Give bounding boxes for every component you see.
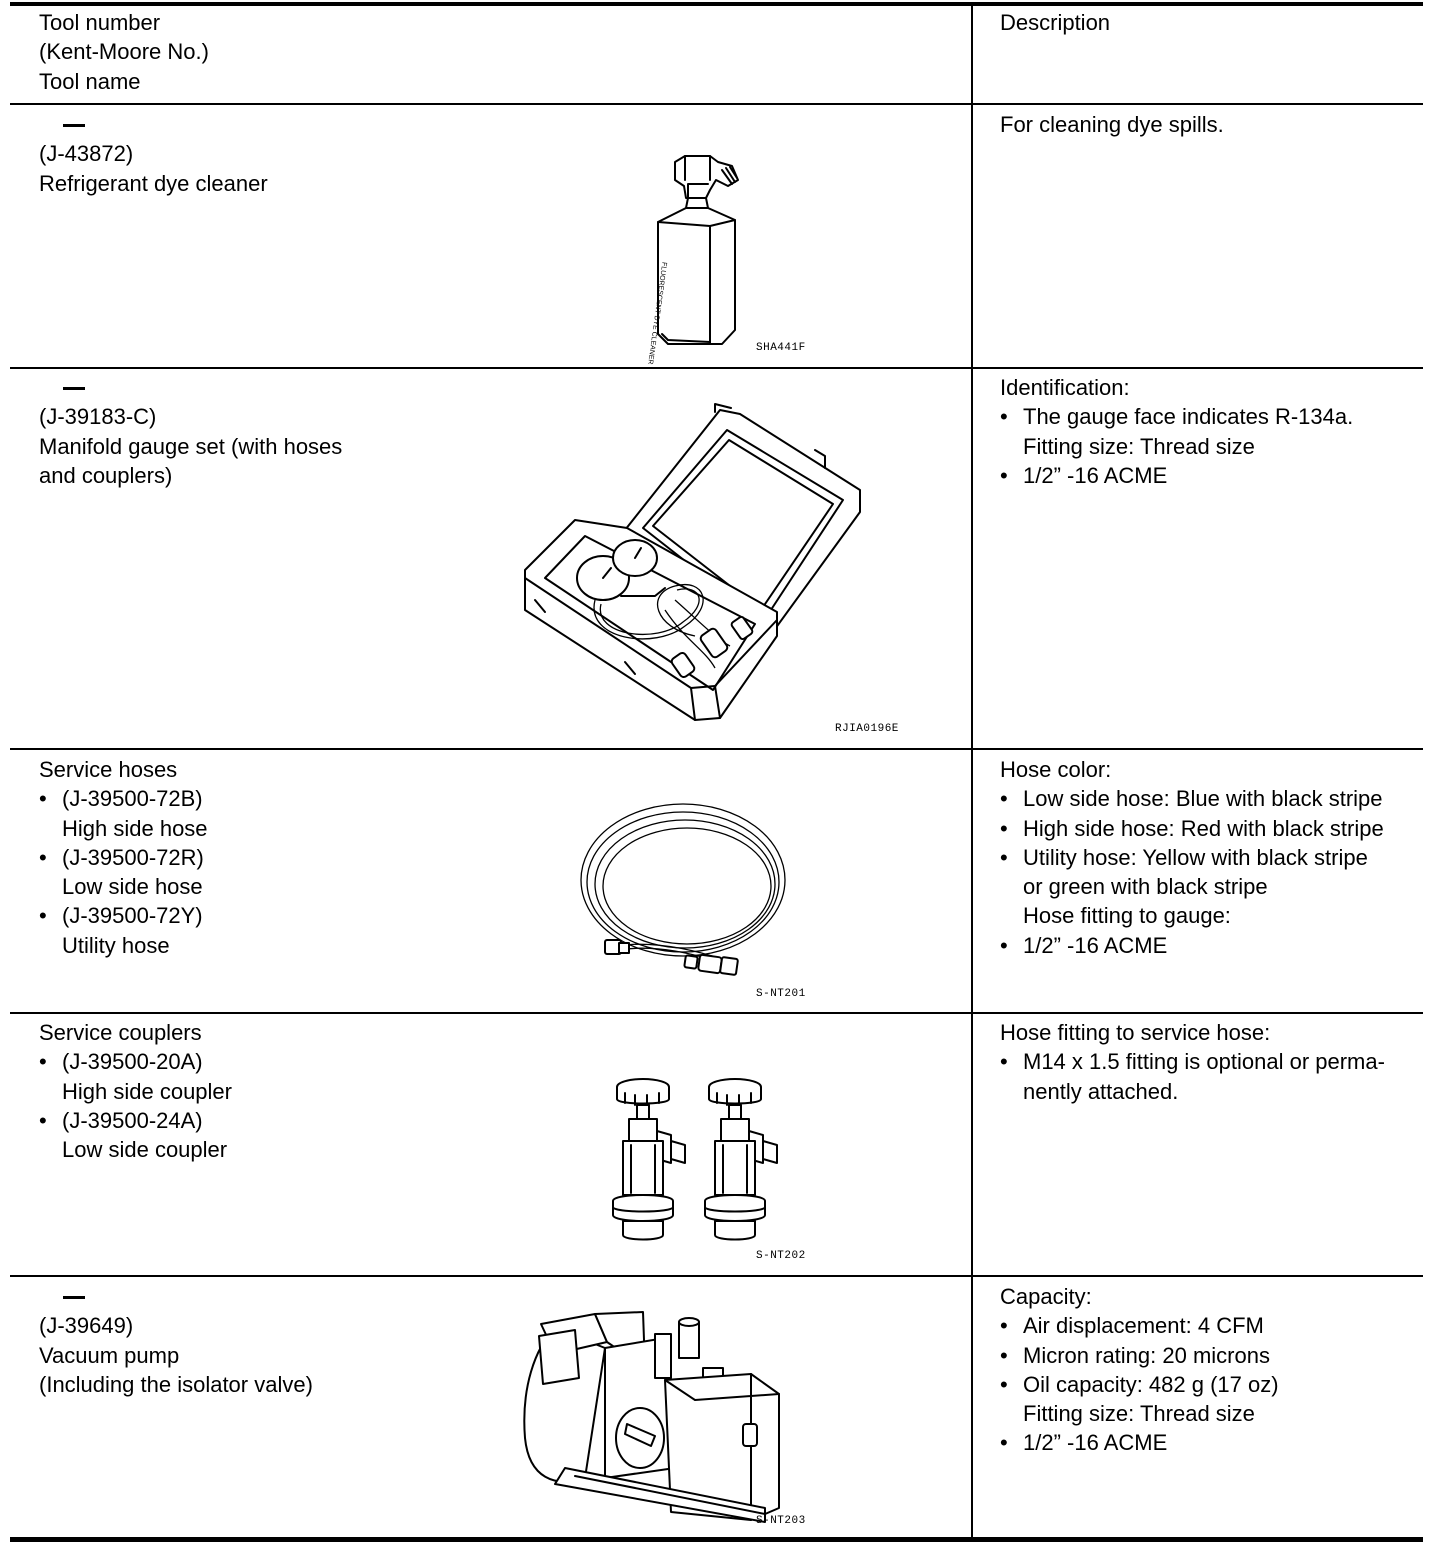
- tool-name: Low side coupler: [62, 1137, 228, 1163]
- description-heading: Capacity:: [1000, 1284, 1092, 1309]
- tool-name: Utility hose: [62, 932, 170, 958]
- figure-code: S-NT203: [756, 1515, 806, 1527]
- row-dye-cleaner-tool: (J-43872) Refrigerant dye cleaner: [39, 110, 268, 198]
- description-bullet: Oil capacity: 482 g (17 oz): [1000, 1370, 1279, 1400]
- row-dye-cleaner-description: For cleaning dye spills.: [1000, 110, 1224, 139]
- row-vacuum-pump-tool: (J-39649) Vacuum pump (Including the iso…: [39, 1282, 313, 1399]
- tool-number-dash: [39, 110, 268, 139]
- description-bullet: 1/2” -16 ACME: [1000, 1428, 1279, 1458]
- description-bullet: M14 x 1.5 fitting is optional or perma-: [1000, 1047, 1385, 1077]
- kent-moore-number: (J-39500-20A): [39, 1047, 232, 1077]
- header-description: Description: [1000, 10, 1111, 35]
- figure-code: S-NT201: [756, 988, 806, 1000]
- header-tool-line: Tool number: [39, 10, 161, 35]
- tool-group-title: Service couplers: [39, 1020, 202, 1045]
- tool-number-dash: [39, 1282, 313, 1311]
- description-bullet: 1/2” -16 ACME: [1000, 931, 1384, 961]
- description-bullet: 1/2” -16 ACME: [1000, 461, 1353, 491]
- vacuum-pump-illustration: [515, 1308, 795, 1538]
- table-bottom-border: [10, 1537, 1423, 1542]
- tool-name: and couplers): [39, 462, 173, 488]
- kent-moore-number: (J-39500-24A): [39, 1106, 232, 1136]
- description-bullet: The gauge face indicates R-134a.: [1000, 402, 1353, 432]
- row-divider: [10, 1275, 1423, 1277]
- figure-code: SHA441F: [756, 342, 806, 354]
- figure-code: S-NT202: [756, 1250, 806, 1262]
- column-divider: [971, 4, 973, 1539]
- row-service-couplers-description: Hose fitting to service hose: M14 x 1.5 …: [1000, 1018, 1385, 1106]
- tool-name: (Including the isolator valve): [39, 1371, 313, 1397]
- description-subline: Fitting size: Thread size: [1023, 433, 1255, 459]
- description-bullet: Utility hose: Yellow with black stripe: [1000, 843, 1384, 873]
- row-divider: [10, 367, 1423, 369]
- header-tool-line: Tool name: [39, 68, 141, 94]
- tool-name: Vacuum pump: [39, 1342, 180, 1368]
- tool-number-dash: [39, 373, 342, 402]
- header-tool-line: (Kent-Moore No.): [39, 39, 209, 65]
- tool-name: Refrigerant dye cleaner: [39, 170, 268, 196]
- description-bullet: High side hose: Red with black stripe: [1000, 814, 1384, 844]
- row-divider: [10, 1012, 1423, 1014]
- kent-moore-number: (J-39500-72R): [39, 843, 208, 873]
- tool-group-title: Service hoses: [39, 757, 178, 782]
- row-service-couplers-tool: Service couplers (J-39500-20A) High side…: [39, 1018, 232, 1164]
- tool-name: Manifold gauge set (with hoses: [39, 433, 343, 459]
- service-hose-illustration: [575, 800, 795, 985]
- header-tool-column: Tool number (Kent-Moore No.) Tool name: [39, 8, 209, 96]
- row-divider: [10, 748, 1423, 750]
- kent-moore-number: (J-39500-72B): [39, 784, 208, 814]
- header-divider: [10, 103, 1423, 105]
- tool-name: Low side hose: [62, 874, 203, 900]
- description-heading: Hose fitting to service hose:: [1000, 1020, 1271, 1045]
- description-bullet: Air displacement: 4 CFM: [1000, 1311, 1279, 1341]
- description-heading: Hose color:: [1000, 757, 1112, 782]
- manifold-gauge-case-illustration: [515, 400, 875, 735]
- row-manifold-gauge-tool: (J-39183-C) Manifold gauge set (with hos…: [39, 373, 342, 490]
- row-service-hoses-description: Hose color: Low side hose: Blue with bla…: [1000, 755, 1384, 960]
- kent-moore-number: (J-39500-72Y): [39, 901, 208, 931]
- kent-moore-number: (J-43872): [39, 141, 134, 167]
- description-subline: Hose fitting to gauge:: [1023, 903, 1231, 929]
- description-continuation: nently attached.: [1023, 1078, 1179, 1104]
- row-service-hoses-tool: Service hoses (J-39500-72B) High side ho…: [39, 755, 208, 960]
- kent-moore-number: (J-39183-C): [39, 404, 157, 430]
- description-text: For cleaning dye spills.: [1000, 112, 1224, 137]
- tool-name: High side coupler: [62, 1078, 232, 1104]
- figure-code: RJIA0196E: [835, 723, 899, 735]
- description-bullet: Micron rating: 20 microns: [1000, 1341, 1279, 1371]
- tool-name: High side hose: [62, 815, 208, 841]
- row-manifold-gauge-description: Identification: The gauge face indicates…: [1000, 373, 1353, 490]
- kent-moore-number: (J-39649): [39, 1313, 134, 1339]
- row-vacuum-pump-description: Capacity: Air displacement: 4 CFM Micron…: [1000, 1282, 1279, 1458]
- header-description-column: Description: [1000, 8, 1110, 37]
- dye-cleaner-illustration: FLUORESCENT DYE CLEANER: [640, 150, 750, 365]
- description-bullet: Low side hose: Blue with black stripe: [1000, 784, 1384, 814]
- description-heading: Identification:: [1000, 375, 1130, 400]
- table-top-border: [10, 2, 1423, 6]
- description-subline: Fitting size: Thread size: [1023, 1401, 1255, 1427]
- description-continuation: or green with black stripe: [1023, 874, 1268, 900]
- service-couplers-illustration: [605, 1075, 795, 1250]
